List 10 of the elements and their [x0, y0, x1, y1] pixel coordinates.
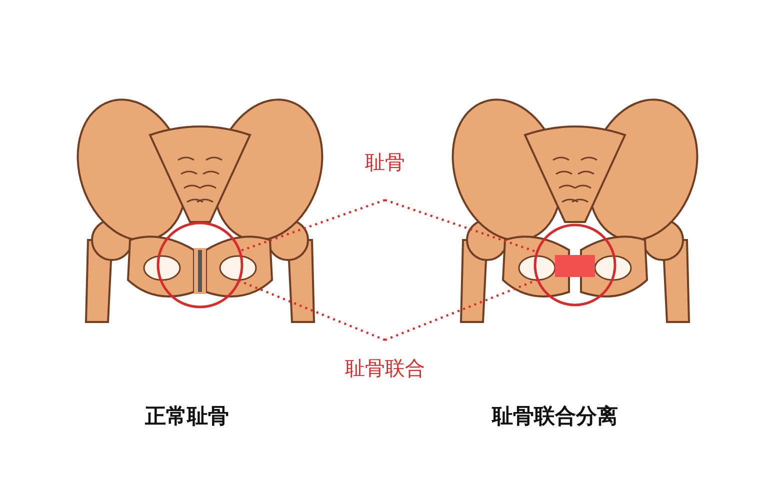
caption-text: 正常耻骨 — [145, 403, 229, 430]
highlight-circle — [156, 221, 244, 309]
highlight-circle — [533, 223, 617, 307]
leader-line — [239, 198, 386, 252]
leader-line — [384, 278, 538, 342]
anatomy-label: 耻骨联合 — [344, 356, 426, 380]
leader-line — [238, 280, 386, 342]
leader-line — [384, 198, 538, 254]
caption-text: 耻骨联合分离 — [492, 403, 618, 430]
anatomy-label: 耻骨 — [364, 150, 406, 174]
